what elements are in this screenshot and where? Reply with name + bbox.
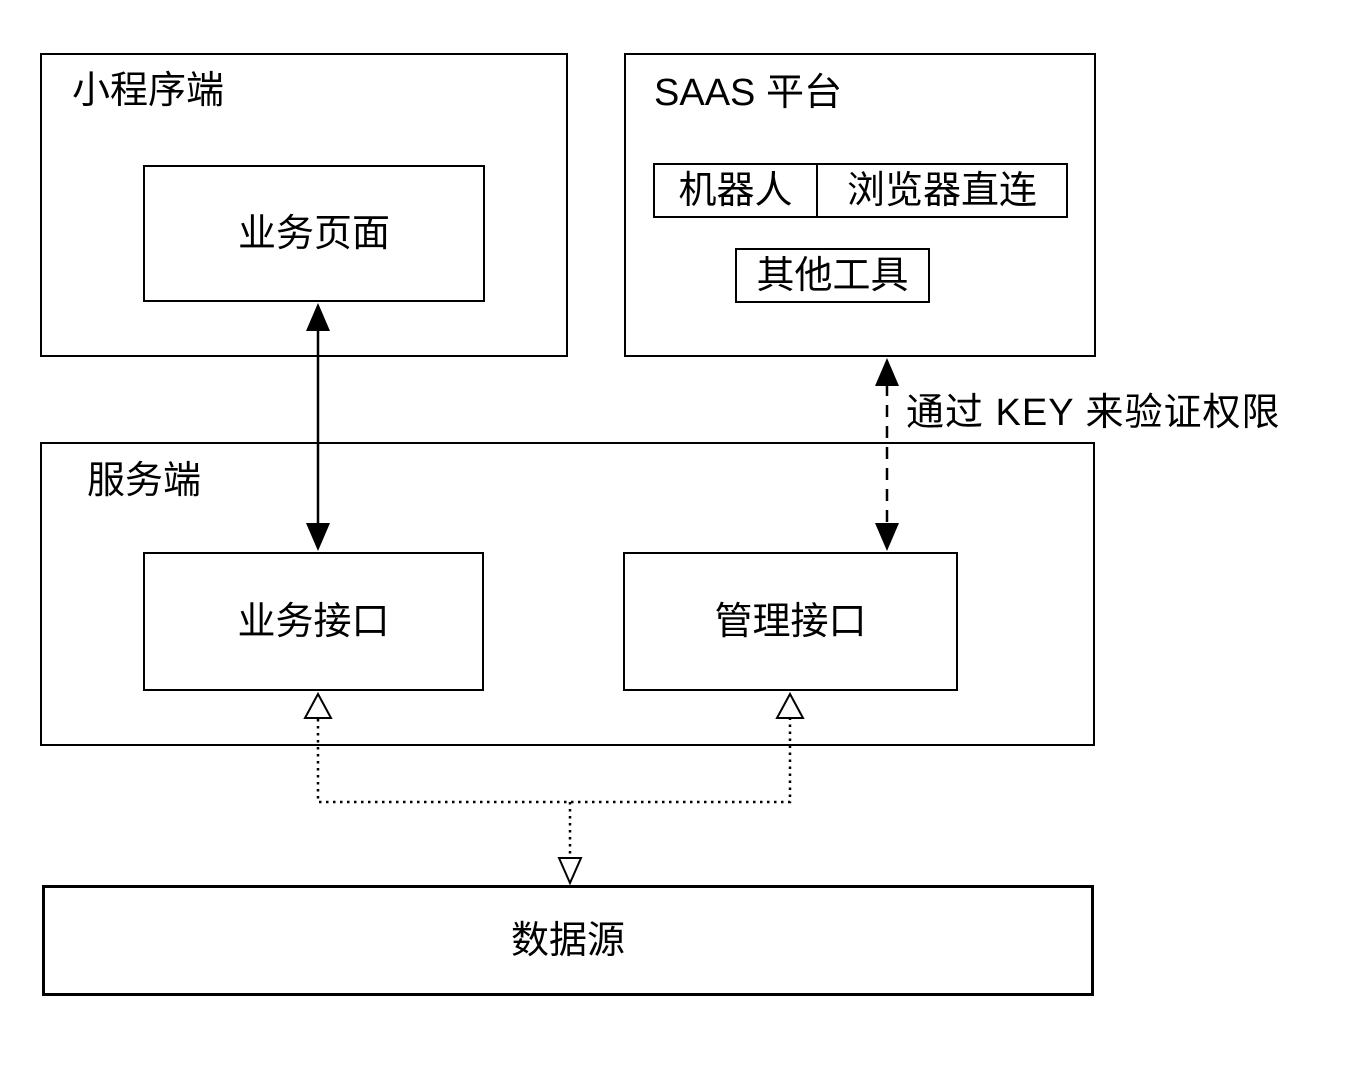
node-data-source: 数据源 bbox=[42, 885, 1094, 996]
node-mgmt-api-label: 管理接口 bbox=[714, 600, 867, 643]
node-browser-direct-label: 浏览器直连 bbox=[846, 169, 1037, 212]
node-other-tools: 其他工具 bbox=[735, 248, 930, 303]
node-biz-api-label: 业务接口 bbox=[237, 600, 390, 643]
edge-label-key-auth: 通过 KEY 来验证权限 bbox=[906, 392, 1281, 434]
node-tool-row: 机器人 浏览器直连 bbox=[653, 163, 1068, 218]
node-robot: 机器人 bbox=[655, 165, 818, 216]
arrowhead-up-filled-icon bbox=[875, 358, 899, 386]
node-data-source-label: 数据源 bbox=[510, 919, 625, 962]
node-mgmt-api: 管理接口 bbox=[623, 552, 958, 691]
node-browser-direct: 浏览器直连 bbox=[818, 165, 1066, 216]
node-biz-page-label: 业务页面 bbox=[237, 212, 390, 255]
node-robot-label: 机器人 bbox=[678, 169, 793, 212]
group-server-title: 服务端 bbox=[87, 460, 202, 502]
group-mini-program-title: 小程序端 bbox=[72, 70, 225, 112]
group-saas-platform-title: SAAS 平台 bbox=[654, 72, 842, 114]
arrowhead-down-hollow-icon bbox=[557, 857, 583, 886]
node-biz-api: 业务接口 bbox=[143, 552, 484, 691]
node-other-tools-label: 其他工具 bbox=[756, 254, 909, 297]
node-biz-page: 业务页面 bbox=[143, 165, 485, 302]
